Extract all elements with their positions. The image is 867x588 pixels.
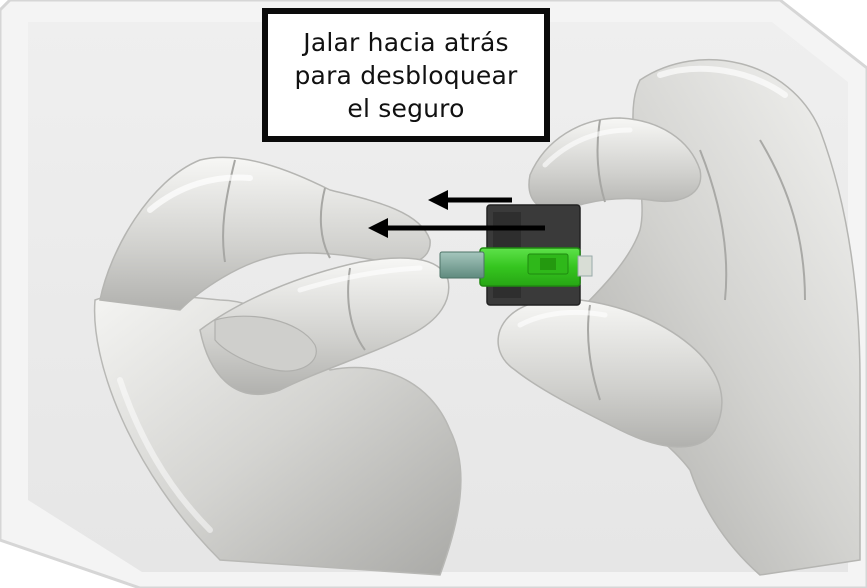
callout-line-3: el seguro xyxy=(347,93,465,123)
callout-line-2: para desbloquear xyxy=(294,60,518,90)
instruction-callout: Jalar hacia atrás para desbloquear el se… xyxy=(262,8,550,142)
left-arrow-icon xyxy=(368,218,545,238)
right-hand xyxy=(497,59,861,576)
callout-line-1: Jalar hacia atrás xyxy=(303,27,509,57)
connector-ferrule xyxy=(439,251,485,279)
left-arrow-icon xyxy=(428,190,512,210)
left-hand xyxy=(93,156,462,576)
